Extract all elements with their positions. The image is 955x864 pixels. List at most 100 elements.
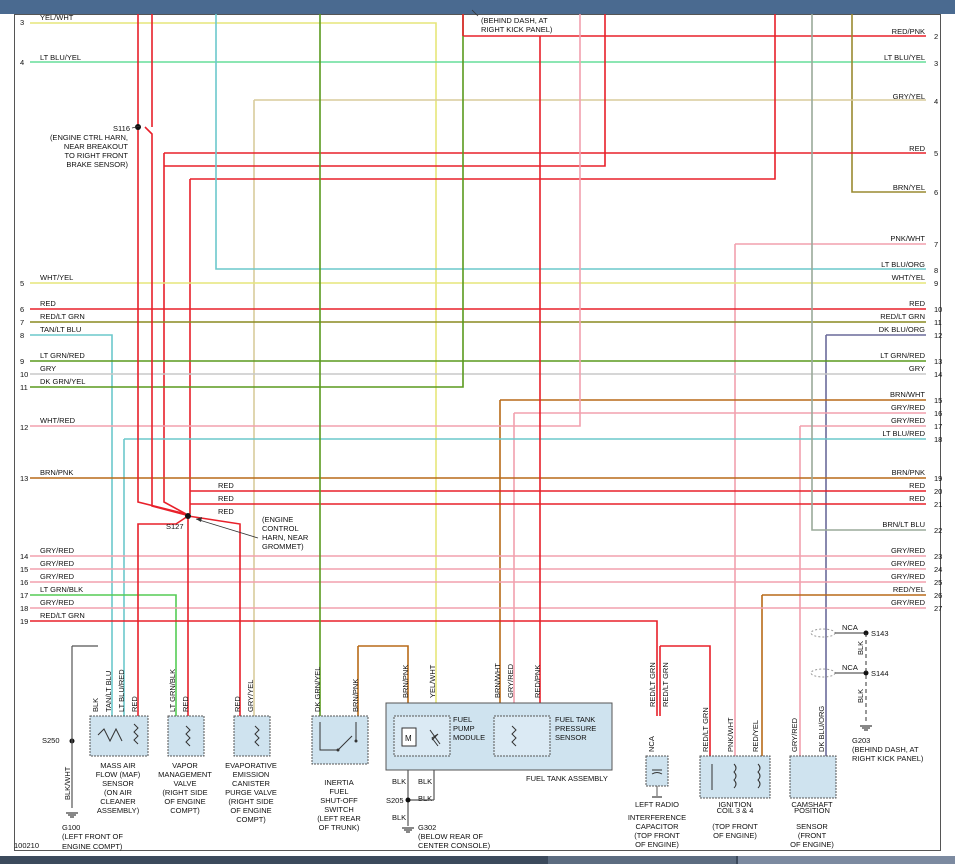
wire-label: WHT/RED (40, 416, 76, 425)
right-pin: 13 (934, 357, 942, 366)
svg-text:FUEL TANK ASSEMBLY: FUEL TANK ASSEMBLY (526, 774, 608, 783)
left-pin: 19 (20, 617, 28, 626)
svg-text:DK GRN/YEL: DK GRN/YEL (313, 667, 322, 712)
right-pin: 27 (934, 604, 942, 613)
right-pin: 15 (934, 396, 942, 405)
svg-text:CAMSHAFT: CAMSHAFT (791, 800, 833, 809)
right-pin-numbers: 2 3 4 5 6 7 8 9 10 11 12 13 14 15 16 17 … (934, 32, 942, 613)
svg-text:(RIGHT SIDE: (RIGHT SIDE (162, 788, 207, 797)
left-pin: 18 (20, 604, 28, 613)
wire-pink-25 (30, 14, 581, 427)
svg-text:(BEHIND DASH, AT: (BEHIND DASH, AT (481, 16, 548, 25)
svg-text:S250: S250 (42, 736, 60, 745)
vapor-management-valve: LT GRN/BLK RED VAPOR MANAGEMENT VALVE (R… (158, 669, 212, 815)
svg-text:BLK/WHT: BLK/WHT (63, 766, 72, 800)
ignition-coil-3-4: RED/LT GRN PNK/WHT RED/YEL IGNITION COIL… (699, 707, 771, 840)
wire-label: GRY/YEL (893, 92, 925, 101)
right-pin: 23 (934, 552, 942, 561)
right-pin: 5 (934, 149, 938, 158)
wire-label: RED (909, 144, 925, 153)
svg-text:PURGE VALVE: PURGE VALVE (225, 788, 277, 797)
svg-text:RIGHT KICK PANEL): RIGHT KICK PANEL) (481, 25, 553, 34)
svg-text:LT GRN/BLK: LT GRN/BLK (168, 669, 177, 712)
svg-text:MASS AIR: MASS AIR (100, 761, 136, 770)
right-pin: 25 (934, 578, 942, 587)
splice-s250-ground-g100: S250 BLK/WHT G100 (LEFT FRONT OF ENGINE … (42, 645, 123, 851)
wire-label: GRY (909, 364, 925, 373)
right-pin: 11 (934, 318, 942, 327)
left-pin: 8 (20, 331, 24, 340)
wire-label: BRN/WHT (890, 390, 925, 399)
radio-interference-capacitor: RED/LT GRN RED/LT GRN NCA LEFT RADIO INT… (628, 662, 686, 849)
svg-text:GRY/YEL: GRY/YEL (246, 680, 255, 712)
svg-text:HARN, NEAR: HARN, NEAR (262, 533, 309, 542)
wire-label: LT GRN/BLK (40, 585, 83, 594)
wire-red-9 (190, 14, 776, 180)
right-pin: 22 (934, 526, 942, 535)
pump-motor-symbol: M (405, 734, 412, 743)
svg-text:EVAPORATIVE: EVAPORATIVE (225, 761, 277, 770)
svg-text:NCA: NCA (647, 736, 656, 752)
svg-text:CONTROL: CONTROL (262, 524, 299, 533)
bottom-taskbar (0, 856, 955, 864)
left-pin: 11 (20, 383, 28, 392)
right-pin: 8 (934, 266, 938, 275)
svg-text:FUEL TANK: FUEL TANK (555, 715, 595, 724)
right-pin: 26 (934, 591, 942, 600)
wire-label: LT BLU/YEL (884, 53, 925, 62)
left-pin: 3 (20, 18, 24, 27)
svg-text:PNK/WHT: PNK/WHT (726, 717, 735, 752)
left-pin-numbers: 3 4 5 6 7 8 9 10 11 12 13 14 15 16 17 18… (20, 18, 28, 626)
svg-text:(RIGHT SIDE: (RIGHT SIDE (228, 797, 273, 806)
splice-s127: S127 RED RED RED (ENGINE CONTROL HARN, N… (166, 481, 309, 551)
svg-text:OF ENGINE: OF ENGINE (164, 797, 205, 806)
wire-label: RED (40, 299, 56, 308)
right-pin: 10 (934, 305, 942, 314)
taskbar-segment (738, 856, 955, 864)
wire-label: BRN/PNK (40, 468, 73, 477)
svg-text:S144: S144 (871, 669, 889, 678)
evap-purge-valve: RED GRY/YEL EVAPORATIVE EMISSION CANISTE… (225, 680, 277, 824)
svg-text:VALVE: VALVE (173, 779, 196, 788)
svg-text:COMPT): COMPT) (170, 806, 200, 815)
right-pin: 2 (934, 32, 938, 41)
wire-brnyel-3 (851, 14, 926, 193)
svg-text:RED/YEL: RED/YEL (751, 720, 760, 752)
wire-label: WHT/YEL (892, 273, 925, 282)
wire-red-49 (144, 126, 187, 516)
svg-text:NCA: NCA (842, 663, 858, 672)
wire-label: PNK/WHT (890, 234, 925, 243)
wire-label: RED/LT GRN (40, 611, 85, 620)
svg-text:BRN/PNK: BRN/PNK (351, 679, 360, 712)
svg-text:GROMMET): GROMMET) (262, 542, 304, 551)
svg-text:G302: G302 (418, 823, 436, 832)
fuel-tank-assembly: M FUEL PUMP MODULE FUEL TANK PRESSURE SE… (385, 663, 613, 850)
svg-text:RED/LT GRN: RED/LT GRN (648, 662, 657, 707)
svg-text:(BEHIND DASH, AT: (BEHIND DASH, AT (852, 745, 919, 754)
svg-text:IGNITION: IGNITION (718, 800, 751, 809)
svg-text:OF ENGINE: OF ENGINE (230, 806, 271, 815)
svg-text:CAPACITOR: CAPACITOR (635, 822, 679, 831)
wire-ltblu-19 (30, 334, 113, 716)
left-pin: 4 (20, 58, 24, 67)
svg-text:SWITCH: SWITCH (324, 805, 354, 814)
right-pin: 21 (934, 500, 942, 509)
wire-label: TAN/LT BLU (40, 325, 81, 334)
right-pin: 4 (934, 97, 938, 106)
right-pin: 9 (934, 279, 938, 288)
left-pin: 7 (20, 318, 24, 327)
inertia-fuel-switch: DK GRN/YEL BRN/PNK INERTIA FUEL SHUT-OFF… (311, 667, 369, 832)
svg-text:(LEFT REAR: (LEFT REAR (317, 814, 361, 823)
svg-text:FUEL: FUEL (329, 787, 348, 796)
wire-label: GRY/RED (40, 572, 75, 581)
svg-text:BRN/PNK: BRN/PNK (401, 665, 410, 698)
wire-label: GRY/RED (40, 598, 75, 607)
svg-text:INERTIA: INERTIA (324, 778, 353, 787)
wire-red-52 (187, 515, 241, 716)
svg-text:COMPT): COMPT) (236, 815, 266, 824)
top-location-note: (BEHIND DASH, AT RIGHT KICK PANEL) (471, 9, 553, 34)
svg-text:(ENGINE: (ENGINE (262, 515, 293, 524)
svg-text:CENTER CONSOLE): CENTER CONSOLE) (418, 841, 491, 850)
